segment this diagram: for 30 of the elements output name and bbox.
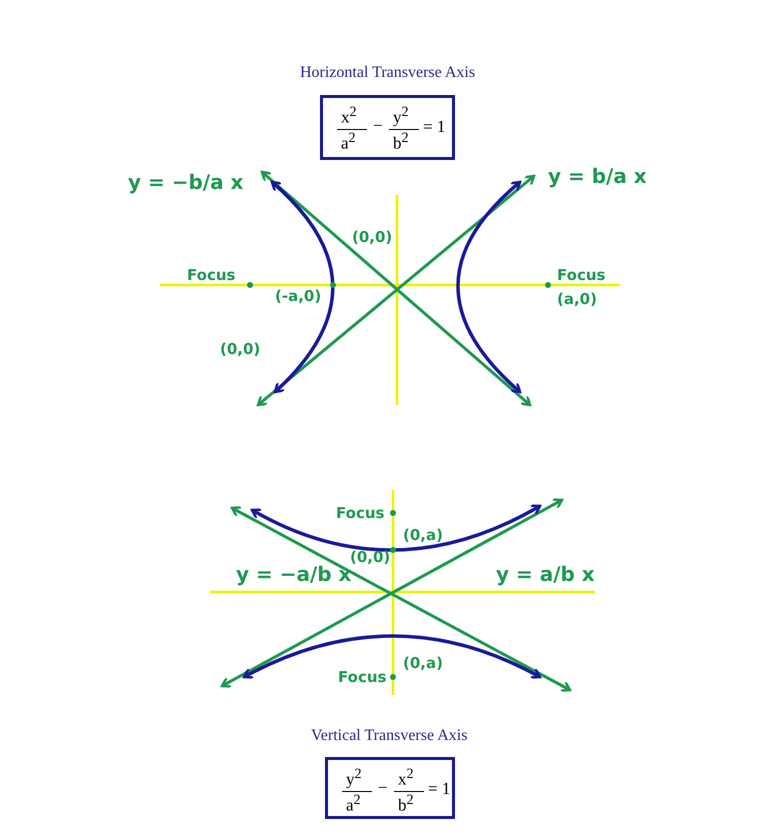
equation-box <box>325 757 455 819</box>
coordinate-label: (0,0) <box>352 228 392 246</box>
equals-one: = 1 <box>423 117 446 137</box>
coordinate-label: (0,0) <box>350 548 390 566</box>
coordinate-label: (0,a) <box>403 526 443 544</box>
fraction-numerator: y$^{2}$ <box>346 766 362 790</box>
coordinate-label: (0,a) <box>403 654 443 672</box>
coordinate-label: (a,0) <box>557 290 597 308</box>
fraction-denominator: b$^{2}$ <box>393 130 409 154</box>
asymptote-equation: y = −b/a x <box>128 170 244 194</box>
fraction-numerator: x$^{2}$ <box>341 104 357 128</box>
focus-label: Focus <box>557 266 606 284</box>
asymptote-equation: y = b/a x <box>548 164 647 188</box>
coordinate-label: (-a,0) <box>275 287 322 305</box>
focus-label: Focus <box>336 504 384 522</box>
minus-sign: − <box>373 116 383 136</box>
heading: Horizontal Transverse Axis <box>300 64 476 82</box>
fraction-numerator: y$^{2}$ <box>393 104 409 128</box>
focus-label: Focus <box>187 266 236 284</box>
asymptote-equation: y = a/b x <box>496 562 595 586</box>
heading: Vertical Transverse Axis <box>311 727 468 745</box>
equals-one: = 1 <box>428 779 450 799</box>
focus-label: Focus <box>338 668 386 686</box>
fraction-denominator: b$^{2}$ <box>398 792 414 816</box>
minus-sign: − <box>378 778 388 798</box>
fraction-denominator: a$^{2}$ <box>346 792 361 816</box>
coordinate-label: (0,0) <box>220 340 260 358</box>
fraction-numerator: x$^{2}$ <box>398 766 414 790</box>
equation-box <box>320 95 455 160</box>
fraction-denominator: a$^{2}$ <box>341 130 356 154</box>
